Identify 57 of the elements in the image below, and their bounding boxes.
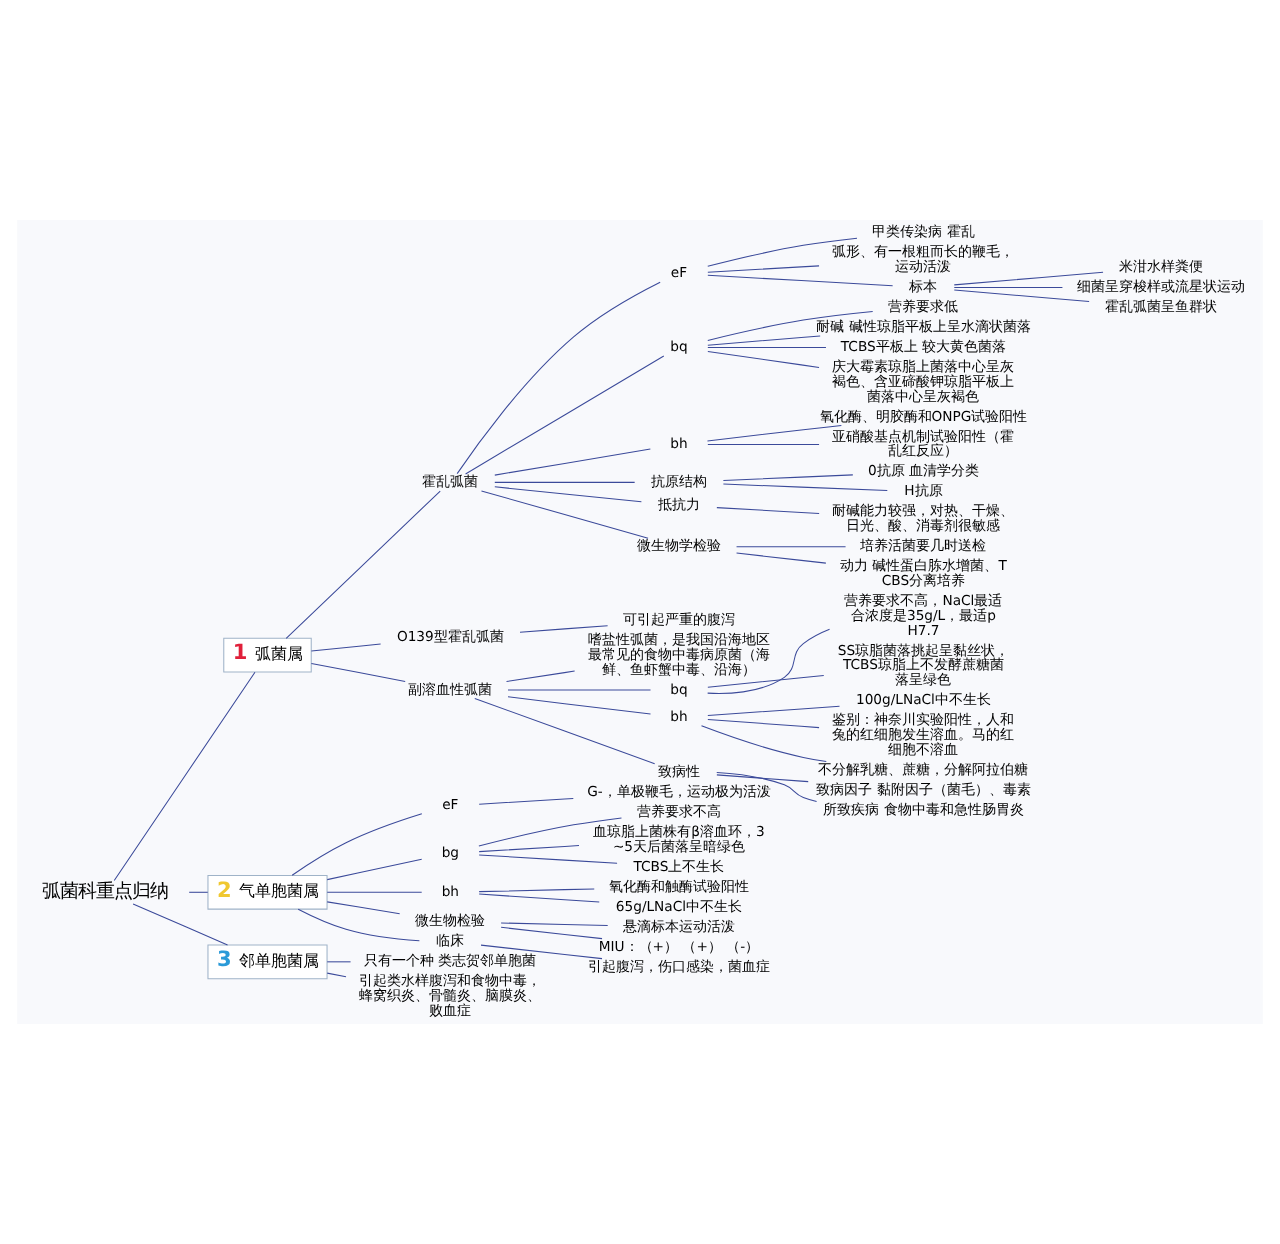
connector bbox=[953, 286, 1063, 288]
connector bbox=[707, 675, 825, 688]
connector bbox=[474, 697, 656, 765]
connector bbox=[326, 972, 347, 978]
connector bbox=[326, 961, 352, 963]
connector bbox=[707, 310, 874, 341]
connector bbox=[500, 926, 603, 940]
connector bbox=[478, 845, 580, 853]
connector bbox=[478, 888, 595, 893]
connector bbox=[291, 813, 423, 876]
connector bbox=[707, 346, 827, 349]
connector bbox=[478, 797, 574, 805]
node-text: 弧菌科重点归纳 bbox=[42, 880, 169, 903]
connector bbox=[707, 628, 831, 694]
connector bbox=[707, 705, 841, 716]
connector bbox=[707, 443, 820, 445]
connector bbox=[188, 891, 209, 893]
connector bbox=[707, 350, 820, 368]
connector bbox=[953, 271, 1104, 286]
connector bbox=[707, 265, 820, 273]
connector bbox=[707, 237, 858, 267]
connector bbox=[310, 662, 406, 682]
connector bbox=[519, 625, 609, 633]
connector bbox=[707, 274, 894, 287]
connector bbox=[478, 817, 622, 847]
connector bbox=[326, 891, 423, 893]
connector bbox=[310, 643, 382, 652]
connector bbox=[716, 771, 818, 803]
connector bbox=[480, 490, 649, 539]
connector bbox=[494, 448, 651, 476]
connector bbox=[736, 552, 827, 564]
connector bbox=[494, 486, 642, 503]
connector bbox=[326, 901, 401, 915]
connector bbox=[707, 718, 820, 729]
connector bbox=[707, 335, 821, 346]
connector bbox=[465, 355, 665, 475]
connector bbox=[132, 903, 229, 946]
connector bbox=[478, 893, 600, 903]
connector bbox=[500, 922, 609, 926]
connector bbox=[480, 944, 603, 960]
connector bbox=[953, 289, 1090, 302]
connector bbox=[456, 281, 661, 475]
connector bbox=[700, 725, 827, 763]
connector bbox=[494, 481, 636, 483]
connector bbox=[326, 858, 423, 881]
connector bbox=[706, 425, 842, 442]
connector bbox=[113, 671, 256, 882]
connector bbox=[507, 696, 652, 715]
connector bbox=[285, 490, 441, 639]
connector bbox=[478, 854, 618, 864]
connector bbox=[716, 774, 809, 783]
connector bbox=[716, 507, 820, 514]
connector bbox=[722, 483, 888, 491]
connector bbox=[722, 474, 854, 481]
connector bbox=[297, 908, 420, 942]
connector bbox=[506, 670, 576, 683]
connector bbox=[736, 546, 847, 548]
